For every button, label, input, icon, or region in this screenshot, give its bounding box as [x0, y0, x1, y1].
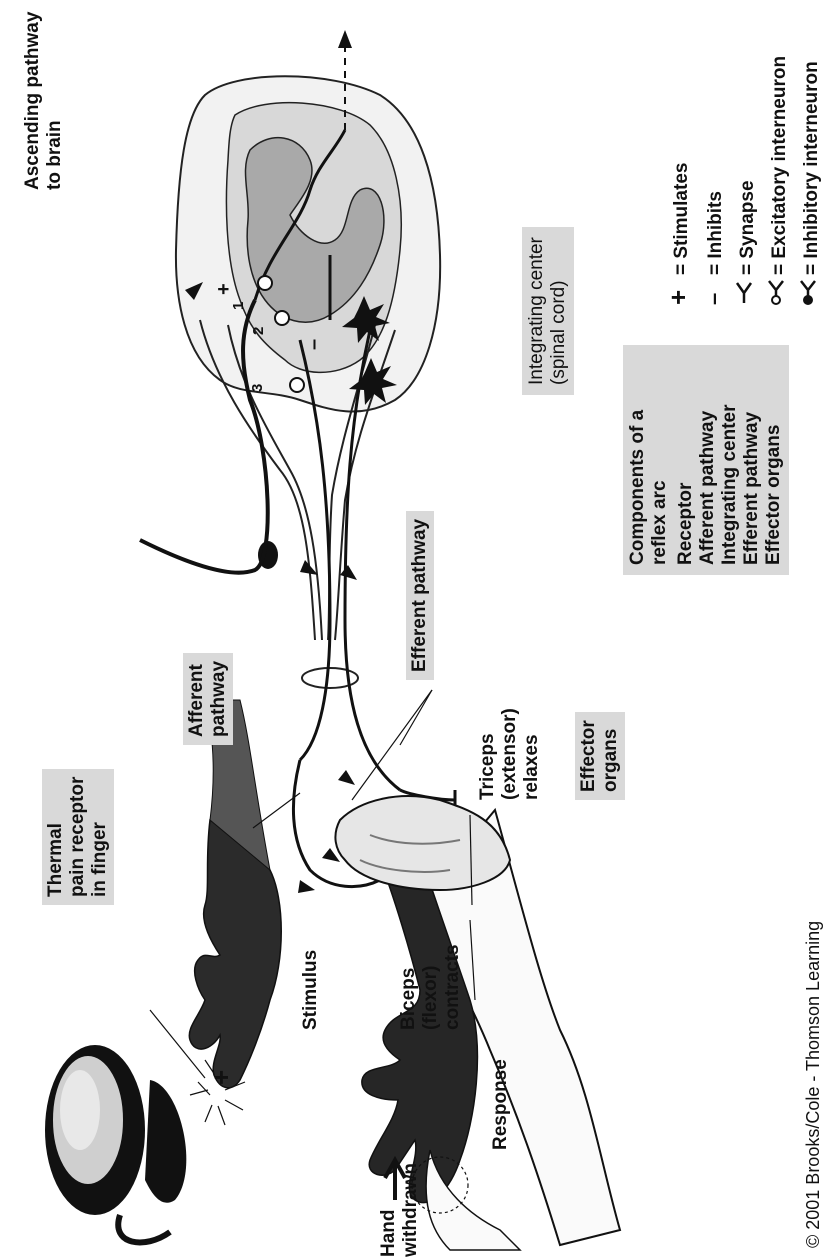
symbol-legend: += Stimulates –= Inhibits = Synapse = Ex…: [662, 56, 828, 305]
excitatory-interneuron-icon: [767, 279, 785, 305]
afferent-pathway-label: Afferent pathway: [183, 653, 233, 745]
stimulus-label: Stimulus: [300, 950, 322, 1030]
copyright-label: © 2001 Brooks/Cole - Thomson Learning: [802, 921, 824, 1248]
ascending-pathway-label: Ascending pathway to brain: [22, 12, 66, 190]
triceps-label: Triceps (extensor) relaxes: [477, 708, 543, 800]
cord-number-1: 1: [230, 302, 247, 310]
interneuron-2: [275, 311, 289, 325]
spinal-cord: [176, 76, 440, 411]
synapse-icon: [735, 281, 753, 305]
interneuron-3: [290, 378, 304, 392]
thermal-receptor-label: Thermal pain receptor in finger: [42, 769, 114, 905]
component-item: Efferent pathway: [741, 355, 763, 565]
cord-minus-mark: –: [303, 339, 325, 350]
plus-sign-label: +: [210, 1070, 232, 1085]
biceps-label: Biceps (flexor) contracts: [398, 944, 464, 1030]
legend-synapse: = Synapse: [732, 56, 764, 305]
response-label: Response: [490, 1059, 512, 1150]
legend-excitatory: = Excitatory interneuron: [764, 56, 796, 305]
integrating-center-label: Integrating center (spinal cord): [522, 227, 574, 395]
cord-plus-mark: +: [213, 283, 235, 295]
interneuron-1: [258, 276, 272, 290]
inhibitory-interneuron-icon: [799, 279, 817, 305]
hand-withdrawn-label: Hand withdrawn: [378, 1163, 422, 1257]
legend-stimulates: += Stimulates: [662, 56, 698, 305]
cord-number-3: 3: [249, 384, 266, 392]
components-legend: Components of a reflex arc Receptor Affe…: [623, 345, 789, 575]
legend-inhibits: –= Inhibits: [698, 56, 732, 305]
legend-inhibitory: = Inhibitory interneuron: [796, 56, 828, 305]
component-item: Receptor: [675, 355, 697, 565]
hot-pot: [45, 1045, 186, 1242]
efferent-pathway-label: Efferent pathway: [406, 511, 434, 680]
cord-number-2: 2: [250, 327, 267, 335]
hand-stimulus: [189, 700, 281, 1088]
effector-organs-label: Effector organs: [575, 712, 625, 800]
component-item: Afferent pathway: [697, 355, 719, 565]
component-item: Effector organs: [763, 355, 785, 565]
component-item: Integrating center: [719, 355, 741, 565]
